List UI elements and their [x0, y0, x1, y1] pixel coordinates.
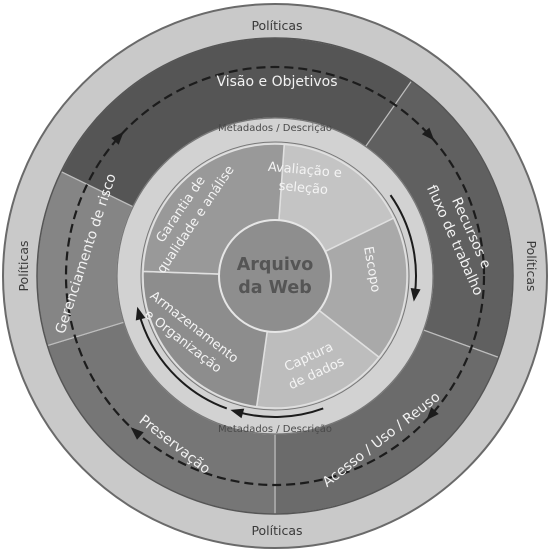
- metadata-label-bottom: Metadados / Descrição: [218, 424, 332, 435]
- politics-label-right: Políticas: [524, 240, 539, 291]
- politics-label-top: Políticas: [251, 18, 302, 33]
- outer-cycle-arrow-4: [111, 131, 124, 145]
- center-hub: [218, 219, 332, 333]
- outer-cycle-arrow-3: [130, 427, 144, 440]
- center-label-line1: Arquivo: [237, 255, 314, 275]
- outer-cycle-dashed-path: [64, 65, 486, 487]
- center-label-line2: da Web: [238, 278, 312, 298]
- outer-label-visao-objetivos: Visão e Objetivos: [216, 74, 337, 90]
- inner-cycle-arrow-right: [410, 287, 421, 302]
- outer-cycle-arrow-1: [421, 127, 435, 141]
- inner-cycle-arrow-bottom: [230, 408, 245, 419]
- inner-cycle-arc-right: [389, 194, 417, 296]
- inner-cycle-arrow-left: [135, 306, 146, 321]
- inner-label-avaliacao-line1: Avaliação e: [267, 160, 342, 181]
- inner-label-avaliacao-line2: seleção: [278, 179, 329, 198]
- metadata-ring-inner-edge: [140, 141, 410, 411]
- politics-label-bottom: Políticas: [251, 523, 302, 538]
- inner-cycle-arc-left: [137, 312, 228, 410]
- politics-label-left: Políticas: [16, 240, 31, 291]
- inner-cycle-arc-bottom: [235, 407, 324, 418]
- outer-cycle-arrow-2: [426, 407, 439, 421]
- metadata-label-top: Metadados / Descrição: [218, 123, 332, 134]
- outer-ring-edge: [36, 37, 514, 515]
